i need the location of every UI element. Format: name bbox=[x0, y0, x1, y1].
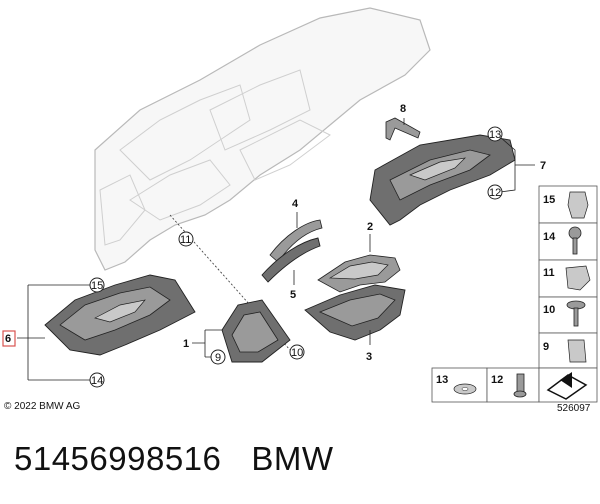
legend-13: 13 bbox=[436, 374, 448, 386]
label-1: 1 bbox=[183, 338, 189, 350]
part-4-trim[interactable] bbox=[269, 219, 323, 263]
part-7-bracket[interactable] bbox=[369, 134, 516, 226]
label-4: 4 bbox=[292, 198, 299, 210]
label-7: 7 bbox=[540, 160, 546, 172]
label-14: 14 bbox=[91, 375, 103, 387]
label-13: 13 bbox=[489, 129, 501, 141]
label-5: 5 bbox=[290, 289, 296, 301]
part-2-cover[interactable] bbox=[317, 254, 401, 293]
part-5-trim[interactable] bbox=[261, 237, 321, 283]
part-number: 51456998516 bbox=[14, 440, 222, 477]
brand: BMW bbox=[251, 440, 334, 477]
legend-12: 12 bbox=[491, 374, 503, 386]
part-1-glovebox[interactable] bbox=[221, 299, 291, 363]
legend-9: 9 bbox=[543, 341, 549, 353]
caption: 51456998516 BMW bbox=[14, 440, 364, 478]
legend-10: 10 bbox=[543, 304, 555, 316]
label-6-highlight bbox=[2, 330, 16, 347]
copyright-text: © 2022 BMW AG bbox=[4, 401, 81, 412]
label-12: 12 bbox=[489, 187, 501, 199]
legend-11: 11 bbox=[543, 267, 555, 279]
legend-bottom: 13 12 bbox=[431, 367, 598, 403]
legend-column: 15 14 11 10 9 bbox=[538, 185, 598, 369]
label-10: 10 bbox=[291, 347, 303, 359]
part-6-panel[interactable] bbox=[44, 274, 196, 356]
diagram-number: 526097 bbox=[557, 403, 591, 414]
label-8: 8 bbox=[400, 103, 406, 115]
label-15: 15 bbox=[91, 280, 103, 292]
legend-14: 14 bbox=[543, 231, 556, 243]
label-9: 9 bbox=[215, 352, 221, 364]
label-11: 11 bbox=[180, 234, 191, 246]
label-6: 6 bbox=[5, 333, 11, 345]
dashboard-outline bbox=[94, 7, 431, 271]
legend-15: 15 bbox=[543, 194, 555, 206]
part-3-cover[interactable] bbox=[304, 284, 406, 341]
part-8-bracket[interactable] bbox=[385, 117, 421, 141]
label-2: 2 bbox=[367, 221, 373, 233]
parts-diagram: 4 5 2 3 8 1 7 6 11 10 9 13 12 15 14 15 1… bbox=[2, 7, 598, 403]
label-3: 3 bbox=[366, 351, 372, 363]
